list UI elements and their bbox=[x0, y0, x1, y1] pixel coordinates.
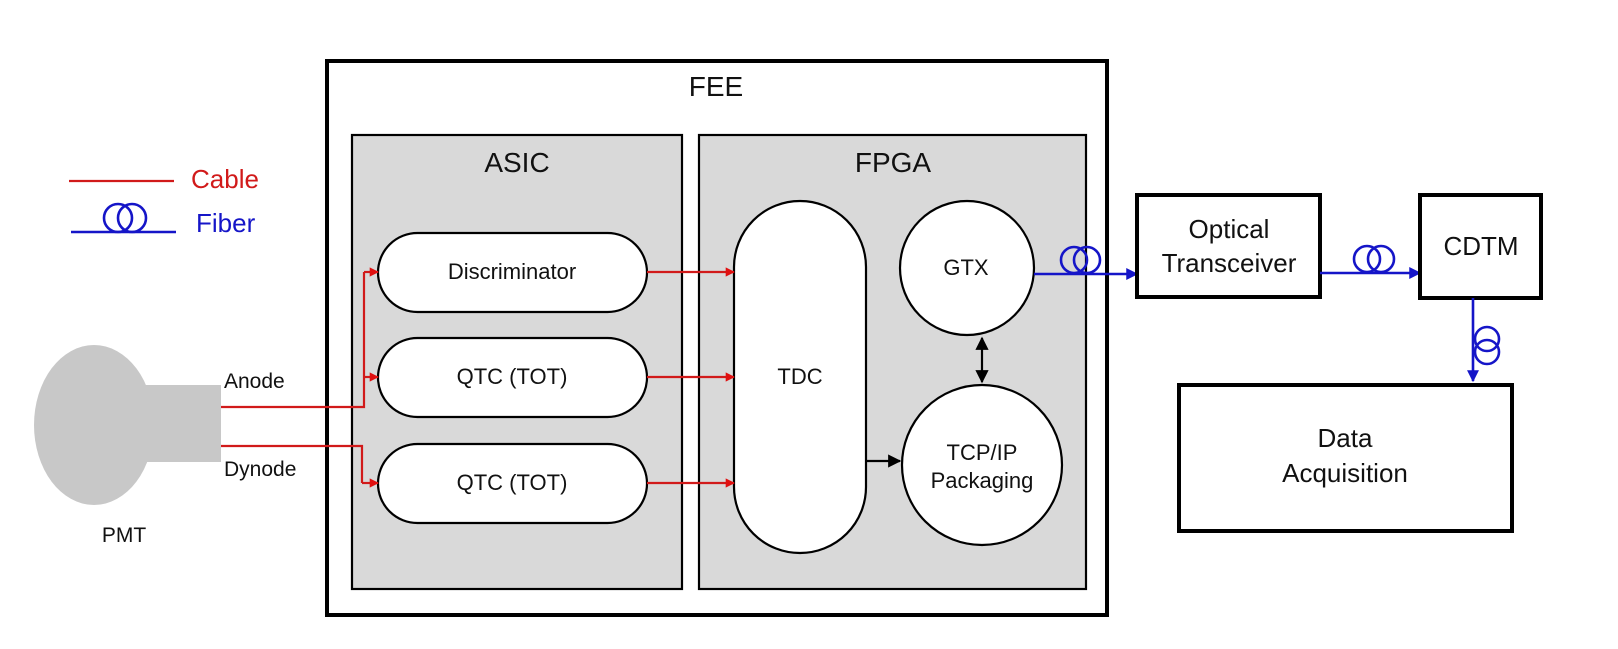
qtc-block-2: QTC (TOT) bbox=[376, 442, 649, 525]
optical-transceiver-line1: Optical bbox=[1189, 214, 1270, 244]
pmt-bulb bbox=[34, 345, 154, 505]
gtx-to-transceiver-fiber bbox=[1034, 245, 1139, 280]
pmt-label: PMT bbox=[102, 524, 147, 547]
anode-label: Anode bbox=[224, 370, 285, 393]
tcpip-packaging-block: TCP/IP Packaging bbox=[900, 383, 1064, 547]
data-acquisition-block: Data Acquisition bbox=[1177, 383, 1514, 533]
qtc-block-1: QTC (TOT) bbox=[376, 336, 649, 419]
optical-transceiver-line2: Transceiver bbox=[1162, 248, 1297, 278]
dynode-cable bbox=[221, 444, 379, 488]
anode-cable bbox=[221, 267, 379, 409]
discriminator-label: Discriminator bbox=[448, 259, 576, 284]
qtc-1-label: QTC (TOT) bbox=[457, 364, 568, 389]
discriminator-block: Discriminator bbox=[376, 231, 649, 314]
asic-title: ASIC bbox=[484, 147, 549, 178]
fee-title: FEE bbox=[689, 71, 743, 102]
gtx-block: GTX bbox=[898, 199, 1036, 337]
data-acquisition-line2: Acquisition bbox=[1282, 458, 1408, 488]
tdc-block: TDC bbox=[732, 199, 868, 555]
fpga-title: FPGA bbox=[855, 147, 932, 178]
data-acquisition-line1: Data bbox=[1318, 423, 1373, 453]
tcpip-label-line2: Packaging bbox=[931, 468, 1034, 493]
optical-transceiver-block: Optical Transceiver bbox=[1135, 193, 1322, 299]
qtc-2-label: QTC (TOT) bbox=[457, 470, 568, 495]
tcpip-label-line1: TCP/IP bbox=[947, 440, 1018, 465]
cdtm-to-daq-fiber bbox=[1467, 298, 1501, 383]
legend: Cable Fiber bbox=[69, 164, 259, 238]
pmt-neck bbox=[140, 385, 221, 462]
legend-cable-label: Cable bbox=[191, 164, 259, 194]
pmt: PMT Anode Dynode bbox=[34, 345, 296, 547]
tdc-label: TDC bbox=[777, 364, 822, 389]
gtx-label: GTX bbox=[943, 255, 989, 280]
legend-fiber-label: Fiber bbox=[196, 208, 256, 238]
transceiver-to-cdtm-fiber bbox=[1320, 244, 1422, 279]
dynode-label: Dynode bbox=[224, 458, 296, 481]
cdtm-block: CDTM bbox=[1418, 193, 1543, 300]
cdtm-label: CDTM bbox=[1443, 231, 1518, 261]
legend-fiber-icon bbox=[71, 202, 176, 234]
